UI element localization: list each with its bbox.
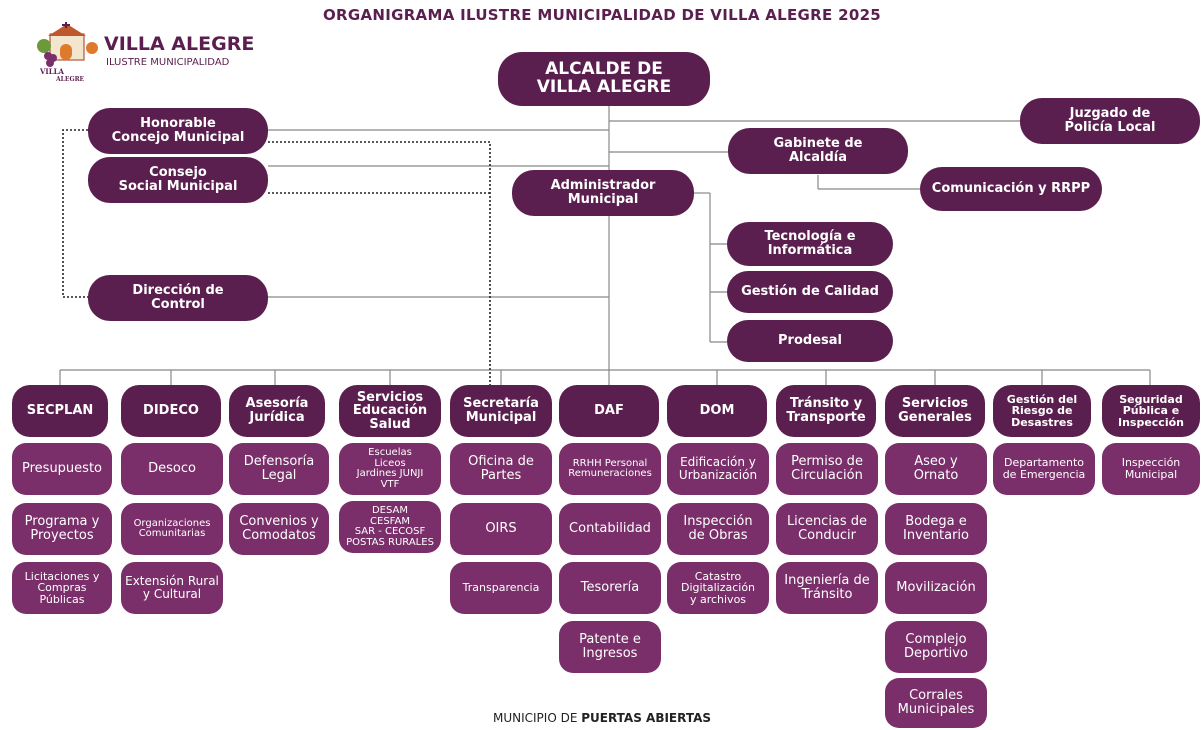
unit-escuelas: Escuelas Liceos Jardines JUNJI VTF	[339, 443, 441, 495]
dept-dideco: DIDECO	[121, 385, 221, 437]
unit-corrales: Corrales Municipales	[885, 678, 987, 728]
unit-transparencia: Transparencia	[450, 562, 552, 614]
unit-movilizacion: Movilización	[885, 562, 987, 614]
unit-inspeccion-obras: Inspección de Obras	[667, 503, 769, 555]
node-alcalde: ALCALDE DE VILLA ALEGRE	[498, 52, 710, 106]
node-administrador: Administrador Municipal	[512, 170, 694, 216]
node-tecnologia: Tecnología e Informática	[727, 222, 893, 266]
unit-aseo-ornato: Aseo y Ornato	[885, 443, 987, 495]
node-comunicacion: Comunicación y RRPP	[920, 167, 1102, 211]
unit-tesoreria: Tesorería	[559, 562, 661, 614]
chart-title: ORGANIGRAMA ILUSTRE MUNICIPALIDAD DE VIL…	[322, 6, 882, 24]
dept-asesoria-juridica: Asesoría Jurídica	[229, 385, 325, 437]
dept-secretaria-municipal: Secretaría Municipal	[450, 385, 552, 437]
dept-servicios-educacion-salud: Servicios Educación Salud	[339, 385, 441, 437]
dept-servicios-generales: Servicios Generales	[885, 385, 985, 437]
dept-secplan: SECPLAN	[12, 385, 108, 437]
footer: MUNICIPIO DE PUERTAS ABIERTAS	[0, 711, 1204, 725]
logo-name: VILLA ALEGRE	[104, 33, 255, 55]
unit-bodega: Bodega e Inventario	[885, 503, 987, 555]
unit-licitaciones: Licitaciones y Compras Públicas	[12, 562, 112, 614]
node-gabinete: Gabinete de Alcaldía	[728, 128, 908, 174]
unit-contabilidad: Contabilidad	[559, 503, 661, 555]
unit-programa-proyectos: Programa y Proyectos	[12, 503, 112, 555]
node-juzgado: Juzgado de Policía Local	[1020, 98, 1200, 144]
node-calidad: Gestión de Calidad	[727, 271, 893, 313]
logo-subtitle: ILUSTRE MUNICIPALIDAD	[106, 57, 230, 68]
unit-catastro: Catastro Digitalización y archivos	[667, 562, 769, 614]
dept-daf: DAF	[559, 385, 659, 437]
unit-rrhh: RRHH Personal Remuneraciones	[559, 443, 661, 495]
unit-organizaciones: Organizaciones Comunitarias	[121, 503, 223, 555]
unit-edificacion: Edificación y Urbanización	[667, 443, 769, 495]
unit-extension-rural: Extensión Rural y Cultural	[121, 562, 223, 614]
unit-ingenieria-transito: Ingeniería de Tránsito	[776, 562, 878, 614]
unit-oficina-partes: Oficina de Partes	[450, 443, 552, 495]
dept-seguridad-publica: Seguridad Pública e Inspección	[1102, 385, 1200, 437]
emblem-caption: VILLA	[39, 67, 65, 76]
footer-prefix: MUNICIPIO DE	[492, 711, 582, 725]
emblem-caption-2: ALEGRE	[55, 76, 85, 83]
dept-gestion-riesgo: Gestión del Riesgo de Desastres	[993, 385, 1091, 437]
unit-complejo-deportivo: Complejo Deportivo	[885, 621, 987, 673]
unit-permiso-circulacion: Permiso de Circulación	[776, 443, 878, 495]
node-consejo: Consejo Social Municipal	[88, 157, 268, 203]
node-concejo: Honorable Concejo Municipal	[88, 108, 268, 154]
unit-patente-ingresos: Patente e Ingresos	[559, 621, 661, 673]
unit-convenios: Convenios y Comodatos	[229, 503, 329, 555]
unit-departamento-emergencia: Departamento de Emergencia	[993, 443, 1095, 495]
node-prodesal: Prodesal	[727, 320, 893, 362]
node-control: Dirección de Control	[88, 275, 268, 321]
unit-defensoria-legal: Defensoría Legal	[229, 443, 329, 495]
unit-licencias: Licencias de Conducir	[776, 503, 878, 555]
footer-bold: PUERTAS ABIERTAS	[581, 711, 712, 725]
dept-dom: DOM	[667, 385, 767, 437]
unit-desam: DESAM CESFAM SAR - CECOSF POSTAS RURALES	[339, 501, 441, 553]
dept-transito-transporte: Tránsito y Transporte	[776, 385, 876, 437]
unit-presupuesto: Presupuesto	[12, 443, 112, 495]
municipality-logo: VILLA ALEGRE	[37, 22, 98, 83]
unit-oirs: OIRS	[450, 503, 552, 555]
church-emblem-icon	[37, 22, 98, 67]
unit-inspeccion-municipal: Inspección Municipal	[1102, 443, 1200, 495]
unit-desoco: Desoco	[121, 443, 223, 495]
